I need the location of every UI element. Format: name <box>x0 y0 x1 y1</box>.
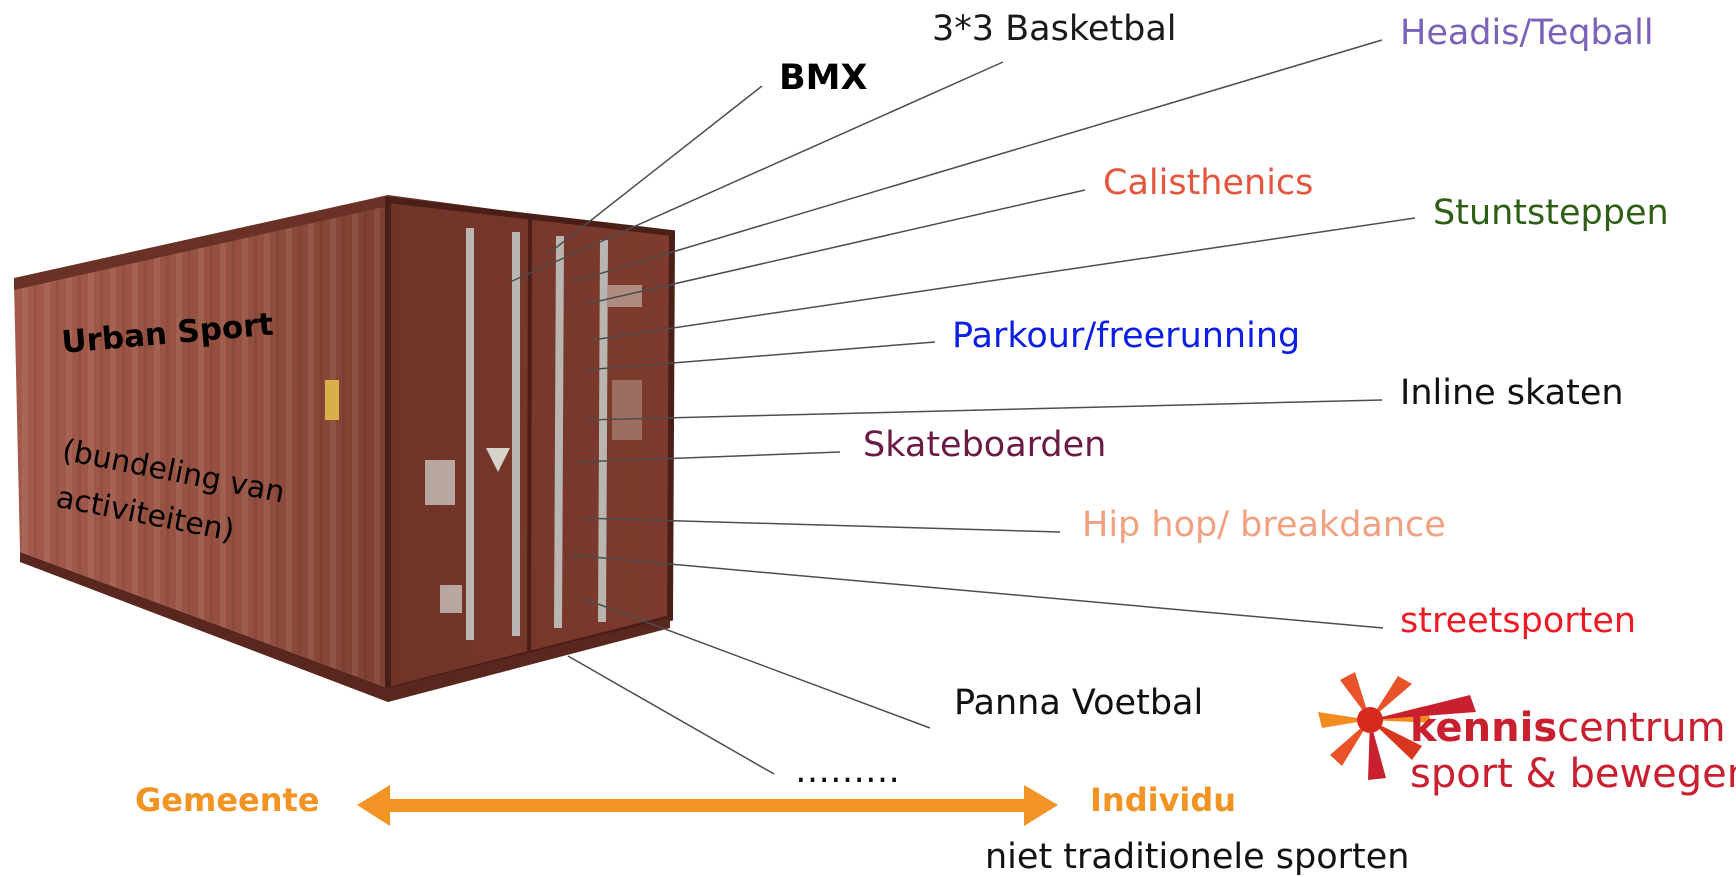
label-panna: Panna Voetbal <box>954 683 1204 723</box>
axis-right-label: Individu <box>1090 781 1237 819</box>
label-basketbal: 3*3 Basketbal <box>932 9 1177 49</box>
label-bmx: BMX <box>779 58 868 98</box>
leader-skateboarden <box>577 451 841 463</box>
leader-basketbal <box>509 61 1004 283</box>
logo-word-kennis: kennis <box>1410 705 1558 751</box>
leader-bmx <box>547 85 763 255</box>
axis-left-label: Gemeente <box>135 781 320 819</box>
leader-more <box>567 655 775 775</box>
label-inline: Inline skaten <box>1400 373 1624 413</box>
kenniscentrum-logo-mark <box>1318 672 1476 780</box>
logo-sport-bewegen: sport & bewegen <box>1410 751 1736 797</box>
leader-parkour <box>584 341 936 371</box>
leader-panna <box>581 597 931 729</box>
label-headis: Headis/Teqball <box>1400 13 1654 53</box>
leader-stuntsteppen <box>591 217 1416 341</box>
label-skateboarden: Skateboarden <box>863 425 1107 465</box>
gemeente-individu-arrow <box>357 785 1058 826</box>
label-streetsporten: streetsporten <box>1400 601 1637 641</box>
label-calisthenics: Calisthenics <box>1103 163 1314 203</box>
leader-calisthenics <box>585 189 1086 305</box>
kenniscentrum-logo-text: kenniscentrum sport & bewegen <box>1410 708 1736 794</box>
leader-inline <box>584 399 1383 421</box>
label-stuntsteppen: Stuntsteppen <box>1433 193 1669 233</box>
label-hiphop: Hip hop/ breakdance <box>1082 505 1446 545</box>
leader-lines <box>509 39 1416 775</box>
axis-caption: niet traditionele sporten <box>985 837 1410 877</box>
leader-streetsporten <box>569 554 1384 629</box>
label-more: ……… <box>795 751 900 791</box>
leader-hiphop <box>579 517 1061 533</box>
label-parkour: Parkour/freerunning <box>952 316 1301 356</box>
logo-word-centrum: centrum <box>1557 705 1726 751</box>
leader-headis <box>571 39 1383 283</box>
